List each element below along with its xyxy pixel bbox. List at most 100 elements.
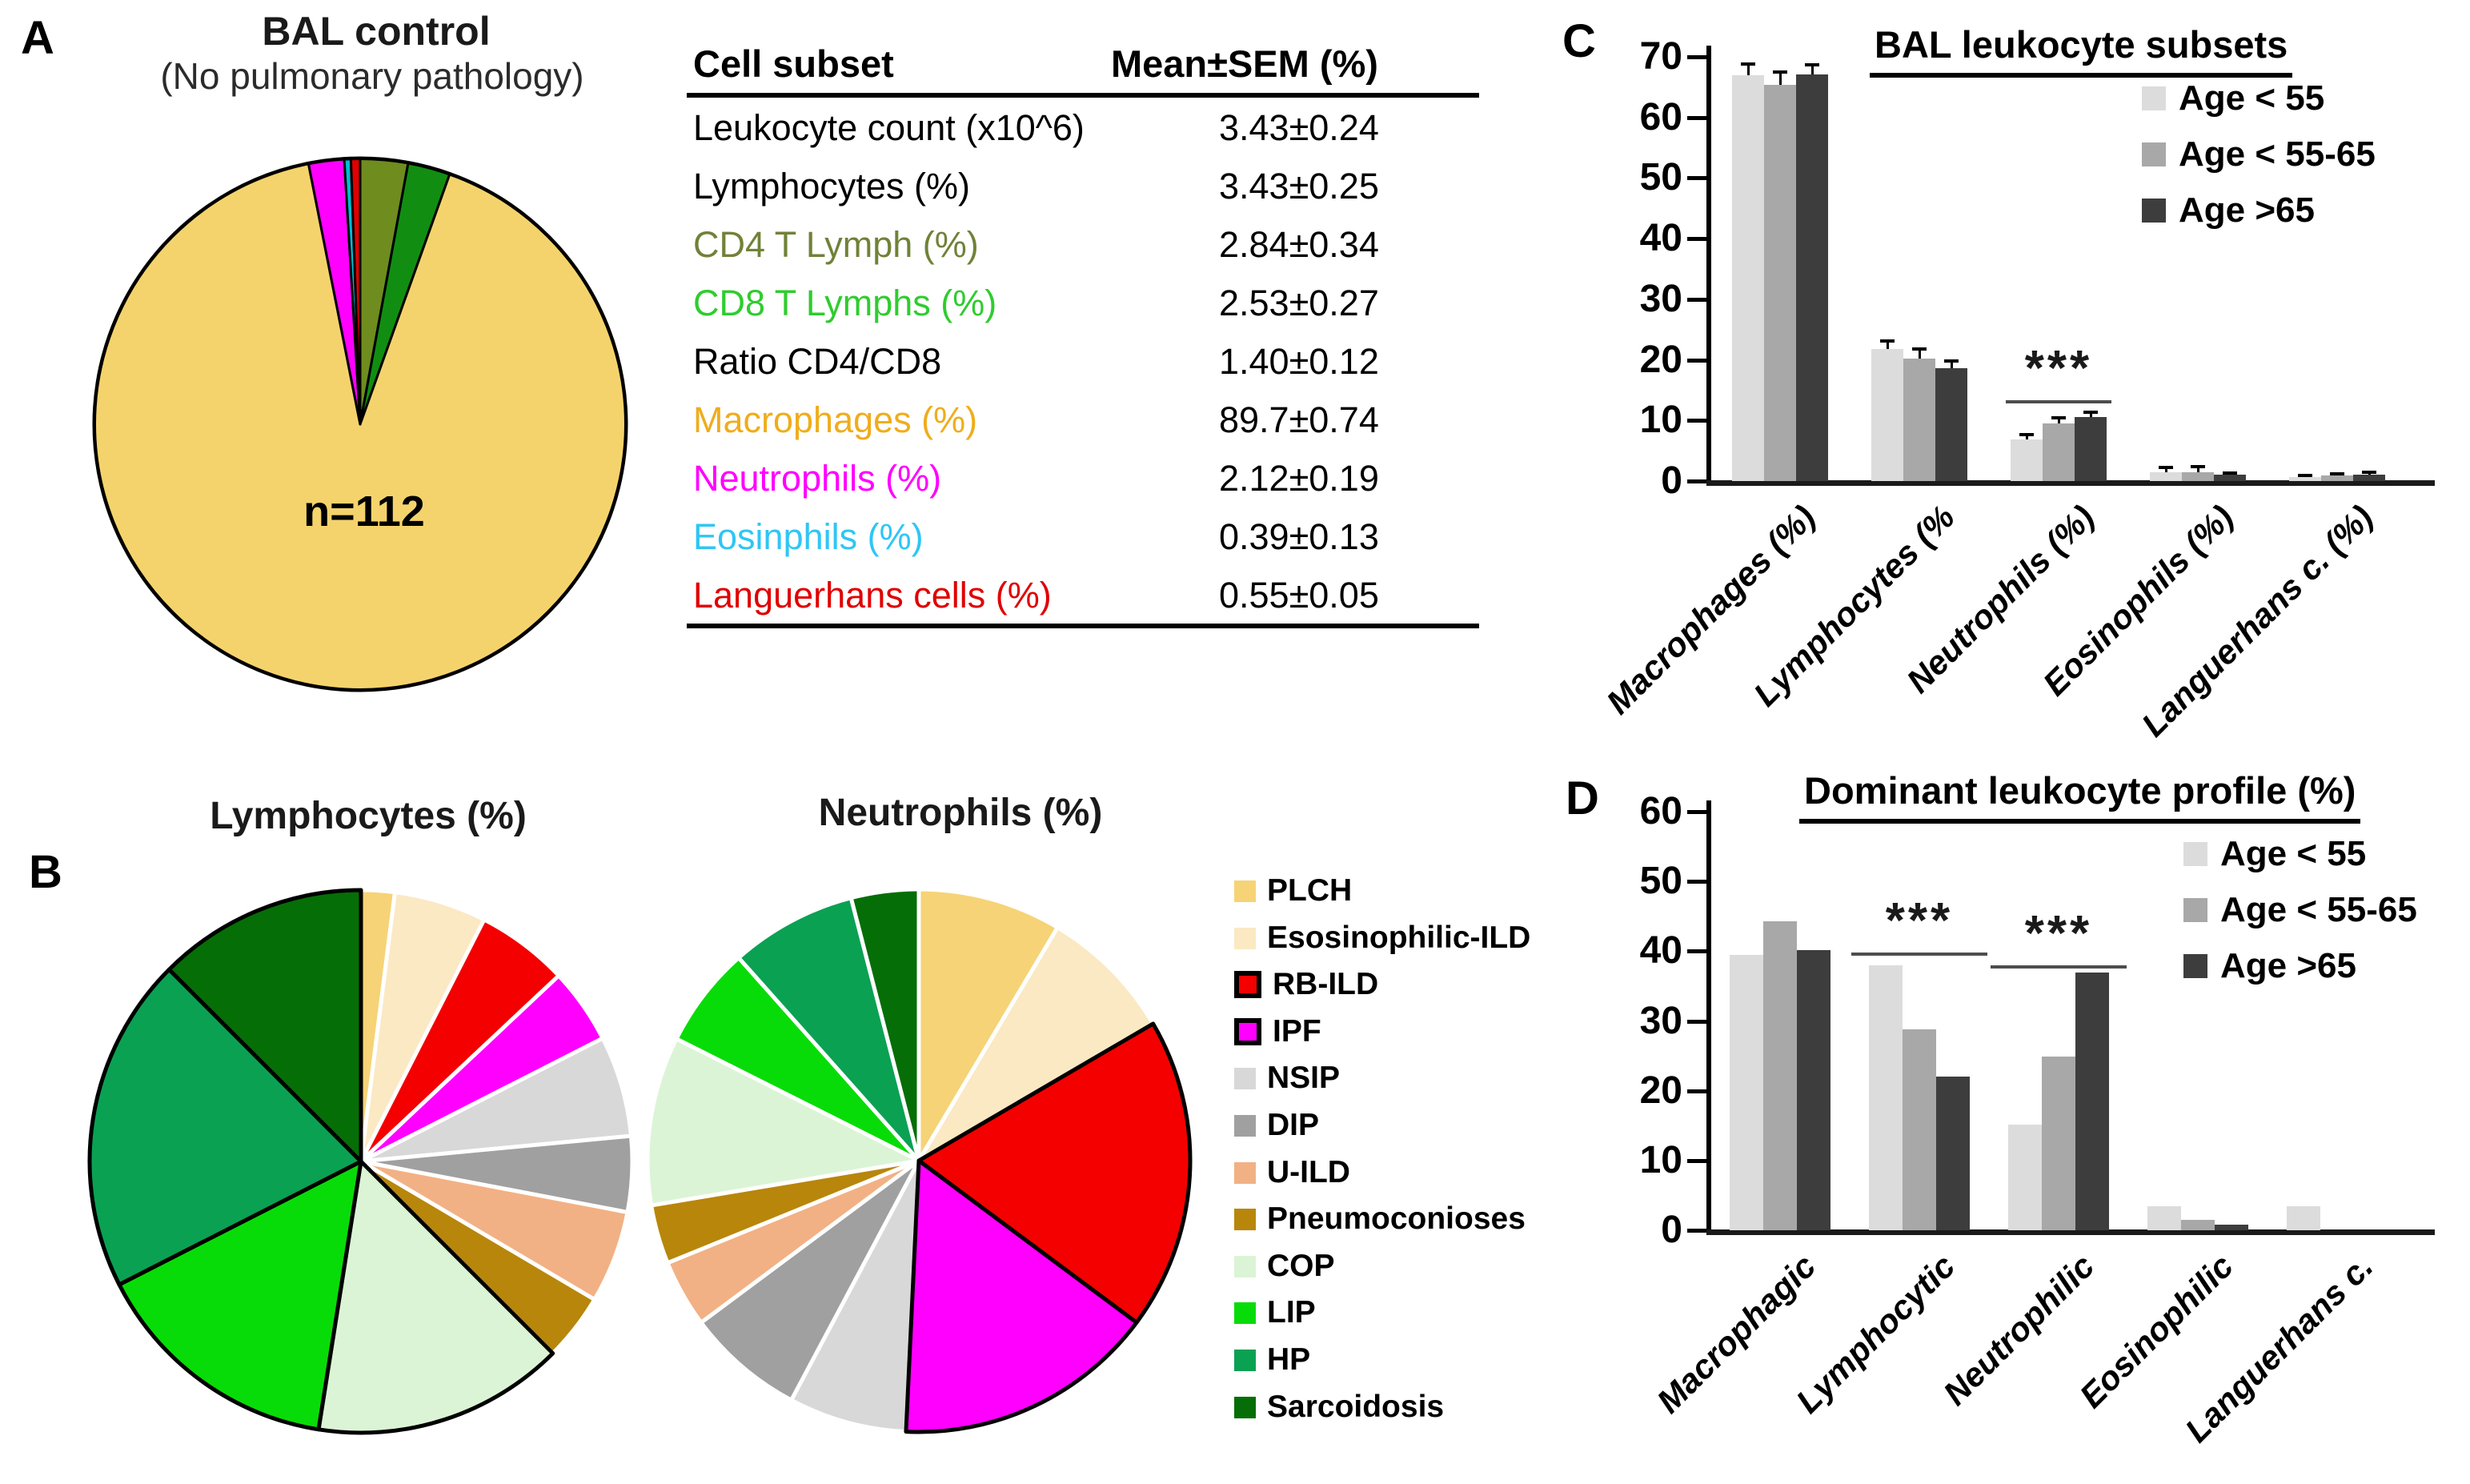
table-row: Eosinphils (%)0.39±0.13 <box>687 507 1479 565</box>
table-cell-value: 3.43±0.24 <box>1219 107 1379 148</box>
legend-swatch-plch <box>1234 880 1256 902</box>
panel-c-title: BAL leukocyte subsets <box>1870 22 2293 78</box>
pie-slice-plch <box>916 887 1060 1163</box>
pie-n-label: n=112 <box>303 487 425 535</box>
y-tick-mark-60 <box>1687 810 1706 814</box>
significance-line-0 <box>2006 399 2111 403</box>
y-axis-line <box>1706 46 1711 483</box>
error-bar-macrophages-age-65 <box>1810 64 1814 74</box>
legend-label-hp: HP <box>1267 1342 1311 1377</box>
panel-d-label: D <box>1566 772 1599 824</box>
error-bar-lymphocytes-age-55 <box>1886 341 1889 349</box>
pie-slice-rb-ild <box>916 1021 1193 1325</box>
bar-languerhans-c-age-55 <box>2289 476 2321 481</box>
legend-swatch-sarcoidosis <box>1234 1396 1256 1418</box>
error-cap-languerhans-c-age-55 <box>2298 473 2312 477</box>
legend-item-esosinophilic-ild: Esosinophilic-ILD <box>1234 918 1530 958</box>
y-tick-mark-0 <box>1687 1229 1706 1233</box>
significance-line-0 <box>1851 953 1987 957</box>
legend-swatch-u-ild <box>1234 1161 1256 1184</box>
bar-eosinophilic-age-65 <box>2215 1225 2248 1230</box>
error-bar-lymphocytes-age-55-65 <box>1918 348 1921 359</box>
table-cell-value: 0.55±0.05 <box>1219 575 1379 616</box>
y-tick-mark-30 <box>1687 1019 1706 1024</box>
table-cell-value: 2.12±0.19 <box>1219 458 1379 499</box>
bar-eosinophils-age-55-65 <box>2182 471 2214 481</box>
legend-label-cop: COP <box>1267 1249 1335 1283</box>
error-cap-eosinophils-age-55-65 <box>2191 464 2205 468</box>
bar-macrophages-age-55 <box>1732 74 1764 481</box>
bar-macrophagic-age-55 <box>1730 954 1763 1230</box>
table-bottom-rule <box>687 624 1479 628</box>
legend-swatch-ipf <box>1234 1018 1261 1045</box>
age-legend-label-age-65: Age >65 <box>2179 191 2315 230</box>
legend-swatch-rb-ild <box>1234 971 1261 998</box>
table-cell-value: 89.7±0.74 <box>1219 399 1379 440</box>
legend-item-lip: LIP <box>1234 1293 1316 1333</box>
legend-swatch-hp <box>1234 1349 1256 1371</box>
legend-label-ipf: IPF <box>1273 1014 1321 1049</box>
significance-stars-0: *** <box>2024 340 2093 396</box>
bal-control-pie-chart <box>90 154 630 694</box>
y-tick-label-0: 0 <box>1661 1209 1682 1251</box>
y-tick-mark-10 <box>1687 419 1706 423</box>
pie-slice-ipf <box>904 1158 1139 1434</box>
legend-item-sarcoidosis: Sarcoidosis <box>1234 1387 1444 1427</box>
lymphocytes-pie-chart-svg <box>87 888 635 1435</box>
pie-slice-nsip <box>789 1158 921 1434</box>
bar-neutrophils-age-55 <box>2011 439 2043 481</box>
table-cell-label: CD4 T Lymph (%) <box>693 224 979 265</box>
legend-swatch-nsip <box>1234 1067 1256 1089</box>
legend-label-lip: LIP <box>1267 1295 1316 1330</box>
age-legend-swatch-age-55-65 <box>2183 898 2207 922</box>
legend-label-pneumoconioses: Pneumoconioses <box>1267 1201 1526 1236</box>
legend-swatch-dip <box>1234 1114 1256 1137</box>
age-legend-label-age-55: Age < 55 <box>2220 834 2367 873</box>
table-cell-label: Lymphocytes (%) <box>693 166 970 207</box>
x-label-eosinophils: Eosinophils (%) <box>2035 498 2241 703</box>
legend-swatch-lip <box>1234 1302 1256 1324</box>
x-label-eosinophilic: Eosinophilic <box>2072 1247 2241 1415</box>
legend-item-plch: PLCH <box>1234 871 1352 911</box>
legend-label-rb-ild: RB-ILD <box>1273 967 1379 1001</box>
x-label-languerhans-c: Languerhans c. (%) <box>2134 498 2380 744</box>
y-tick-mark-60 <box>1687 115 1706 120</box>
neutrophils-pie-title: Neutrophils (%) <box>818 792 1103 834</box>
table-row: CD8 T Lymphs (%)2.53±0.27 <box>687 273 1479 331</box>
error-cap-lymphocytes-age-55 <box>1880 339 1895 343</box>
x-label-macrophagic: Macrophagic <box>1649 1247 1823 1421</box>
error-cap-eosinophils-age-65 <box>2223 471 2237 475</box>
pie-slice-hp <box>87 967 363 1287</box>
significance-stars-0: *** <box>1885 893 1954 949</box>
table-cell-label: Eosinphils (%) <box>693 516 924 557</box>
pie-outer-ring <box>93 157 628 692</box>
panel-d-title: Dominant leukocyte profile (%) <box>1799 768 2361 824</box>
error-bar-lymphocytes-age-65 <box>1950 361 1953 369</box>
error-bar-neutrophils-age-65 <box>2089 411 2092 417</box>
error-cap-neutrophils-age-55 <box>2019 432 2034 436</box>
table-cell-value: 1.40±0.12 <box>1219 341 1379 382</box>
error-cap-macrophages-age-65 <box>1805 62 1819 66</box>
table-row: Lymphocytes (%)3.43±0.25 <box>687 156 1479 215</box>
bar-languerhans-c-age-65 <box>2353 474 2385 481</box>
legend-item-hp: HP <box>1234 1340 1310 1380</box>
legend-item-dip: DIP <box>1234 1105 1319 1145</box>
error-cap-eosinophils-age-55 <box>2159 465 2173 469</box>
legend-item-rb-ild: RB-ILD <box>1234 965 1378 1005</box>
error-cap-lymphocytes-age-55-65 <box>1912 347 1927 351</box>
panel-c-label: C <box>1562 15 1596 67</box>
error-cap-languerhans-c-age-55-65 <box>2330 472 2344 476</box>
legend-label-u-ild: U-ILD <box>1267 1155 1350 1189</box>
table-row: Leukocyte count (x10^6)3.43±0.24 <box>687 98 1479 156</box>
bar-languerhans-c-age-55-65 <box>2321 475 2353 481</box>
age-legend-label-age-55-65: Age < 55-65 <box>2220 890 2417 929</box>
age-legend-label-age-55: Age < 55 <box>2179 78 2325 118</box>
bar-macrophages-age-55-65 <box>1764 84 1796 481</box>
bar-neutrophils-age-55-65 <box>2043 423 2075 481</box>
y-tick-label-30: 30 <box>1639 277 1682 320</box>
error-bar-neutrophils-age-55 <box>2025 434 2028 439</box>
pie-slice-sarcoidosis <box>848 887 921 1163</box>
table-cell-label: Languerhans cells (%) <box>693 575 1052 616</box>
